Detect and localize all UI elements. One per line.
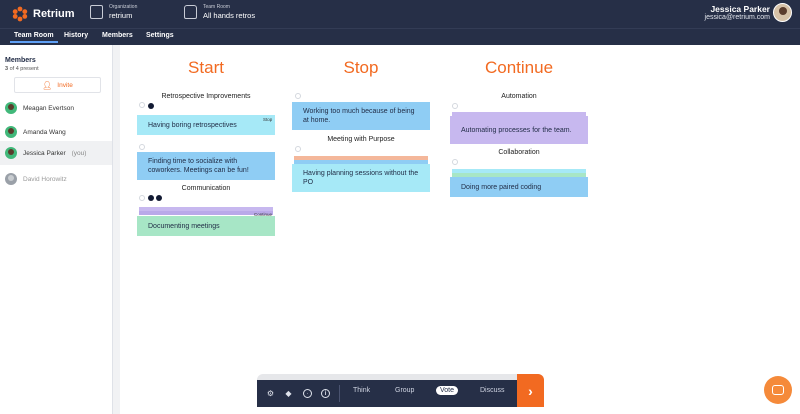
card-text: Finding time to socialize with coworkers… bbox=[148, 158, 249, 174]
vote-dot bbox=[156, 195, 162, 201]
group-handle[interactable] bbox=[452, 103, 458, 109]
card-column-tag: Stop bbox=[263, 117, 273, 122]
group-title: Automation bbox=[501, 93, 537, 100]
group-handle[interactable] bbox=[139, 102, 145, 108]
team-room-nav: Team Room History Members Settings bbox=[0, 28, 800, 45]
card-stack bbox=[452, 173, 586, 177]
timer-icon[interactable]: · bbox=[303, 389, 312, 398]
retrium-logo-icon bbox=[12, 6, 28, 22]
card[interactable]: Finding time to socialize with coworkers… bbox=[137, 152, 275, 180]
vote-dot bbox=[148, 195, 154, 201]
info-icon[interactable]: i bbox=[321, 389, 330, 398]
team-room-selector[interactable]: Team Room All hands retros bbox=[184, 4, 255, 20]
card-text: Automating processes for the team. bbox=[461, 126, 572, 134]
group-handle[interactable] bbox=[139, 195, 145, 201]
chevron-right-icon: › bbox=[528, 382, 533, 399]
member-name: Meagan Evertson bbox=[23, 104, 74, 112]
card-handle[interactable] bbox=[139, 144, 145, 150]
tab-settings[interactable]: Settings bbox=[146, 32, 174, 39]
column-title-stop: Stop bbox=[343, 58, 379, 77]
retrium-logo[interactable]: Retrium bbox=[12, 6, 75, 22]
card-stack bbox=[452, 112, 586, 116]
members-present-count: 3 of 4 present bbox=[5, 66, 39, 72]
invite-button[interactable]: 👤︎ Invite bbox=[14, 77, 101, 93]
chat-launcher-button[interactable] bbox=[764, 376, 792, 404]
present-label: of 4 present bbox=[8, 66, 39, 72]
organization-name: retrium bbox=[109, 11, 133, 20]
toolbar-divider bbox=[339, 385, 340, 402]
user-avatar[interactable] bbox=[773, 3, 792, 22]
members-sidebar: Members 3 of 4 present 👤︎ Invite Meagan … bbox=[0, 45, 113, 414]
brand-name: Retrium bbox=[33, 8, 75, 20]
next-phase-button[interactable]: › bbox=[517, 374, 544, 407]
card-handle[interactable] bbox=[295, 93, 301, 99]
member-avatar bbox=[5, 147, 17, 159]
card[interactable]: Documenting meetings bbox=[137, 216, 275, 236]
member-item[interactable]: Amanda Wang bbox=[0, 120, 112, 144]
member-name: David Horowitz bbox=[23, 175, 67, 183]
member-avatar bbox=[5, 102, 17, 114]
vote-dot bbox=[148, 103, 154, 109]
user-name: Jessica Parker bbox=[710, 4, 770, 14]
organization-caption: Organization bbox=[109, 4, 138, 10]
phase-group[interactable]: Group bbox=[395, 387, 415, 394]
card-column-tag: Continue bbox=[254, 212, 273, 217]
member-name: Amanda Wang bbox=[23, 128, 66, 136]
group-handle[interactable] bbox=[452, 159, 458, 165]
invite-label: Invite bbox=[57, 81, 73, 89]
group-title: Collaboration bbox=[498, 149, 540, 156]
retro-toolbar: ⚙ ◆ · i Think Group Vote Discuss › bbox=[257, 374, 544, 407]
phase-think[interactable]: Think bbox=[353, 387, 371, 394]
user-email: jessica@retrium.com bbox=[704, 14, 770, 21]
member-item-selected[interactable]: Jessica Parker (you) bbox=[0, 141, 112, 165]
user-menu[interactable]: Jessica Parker jessica@retrium.com bbox=[705, 4, 770, 21]
card-stack bbox=[139, 207, 273, 211]
member-avatar bbox=[5, 126, 17, 138]
member-you-suffix: (you) bbox=[71, 149, 87, 157]
tab-team-room[interactable]: Team Room bbox=[10, 32, 58, 43]
card-stack bbox=[452, 169, 586, 173]
team-room-caption: Team Room bbox=[203, 4, 230, 10]
chat-icon bbox=[772, 385, 784, 395]
card[interactable]: Having boring retrospectives bbox=[137, 115, 275, 135]
column-title-start: Start bbox=[188, 58, 224, 77]
card-stack bbox=[294, 156, 428, 160]
card-text: Documenting meetings bbox=[148, 222, 220, 230]
member-name: Jessica Parker bbox=[23, 149, 66, 157]
column-title-continue: Continue bbox=[484, 58, 554, 77]
retro-board: Start Retrospective Improvements Having … bbox=[120, 45, 800, 414]
phase-discuss[interactable]: Discuss bbox=[480, 387, 505, 394]
card-stack bbox=[294, 160, 428, 164]
organization-selector[interactable]: Organization retrium bbox=[90, 4, 137, 20]
card-text: Having planning sessions without the PO bbox=[303, 170, 419, 186]
group-title: Meeting with Purpose bbox=[327, 136, 395, 143]
card[interactable]: Doing more paired coding bbox=[450, 177, 588, 197]
phase-vote[interactable]: Vote bbox=[436, 386, 459, 395]
tab-history[interactable]: History bbox=[64, 32, 89, 39]
building-icon bbox=[90, 5, 103, 19]
card[interactable]: Automating processes for the team. bbox=[450, 116, 588, 144]
card-text: Working too much because of being at hom… bbox=[303, 108, 415, 124]
present-number: 3 bbox=[5, 66, 9, 72]
group-title: Communication bbox=[181, 185, 231, 192]
bell-icon[interactable]: ◆ bbox=[285, 389, 292, 398]
card-text: Doing more paired coding bbox=[461, 183, 542, 191]
member-item[interactable]: David Horowitz bbox=[0, 167, 112, 191]
tab-members[interactable]: Members bbox=[102, 32, 133, 39]
add-user-icon: 👤︎ bbox=[42, 80, 53, 90]
group-handle[interactable] bbox=[295, 146, 301, 152]
member-item[interactable]: Meagan Evertson bbox=[0, 96, 112, 120]
members-title: Members bbox=[5, 57, 36, 64]
team-room-name: All hands retros bbox=[203, 11, 256, 20]
card[interactable]: Working too much because of being at hom… bbox=[292, 102, 430, 130]
card-text: Having boring retrospectives bbox=[148, 121, 237, 129]
settings-icon[interactable]: ⚙ bbox=[266, 389, 275, 398]
card[interactable]: Having planning sessions without the PO bbox=[292, 164, 430, 192]
group-title: Retrospective Improvements bbox=[161, 93, 251, 100]
top-bar: Retrium Organization retrium Team Room A… bbox=[0, 0, 800, 28]
member-avatar bbox=[5, 173, 17, 185]
lock-icon bbox=[184, 5, 197, 19]
card-stack bbox=[139, 211, 273, 215]
